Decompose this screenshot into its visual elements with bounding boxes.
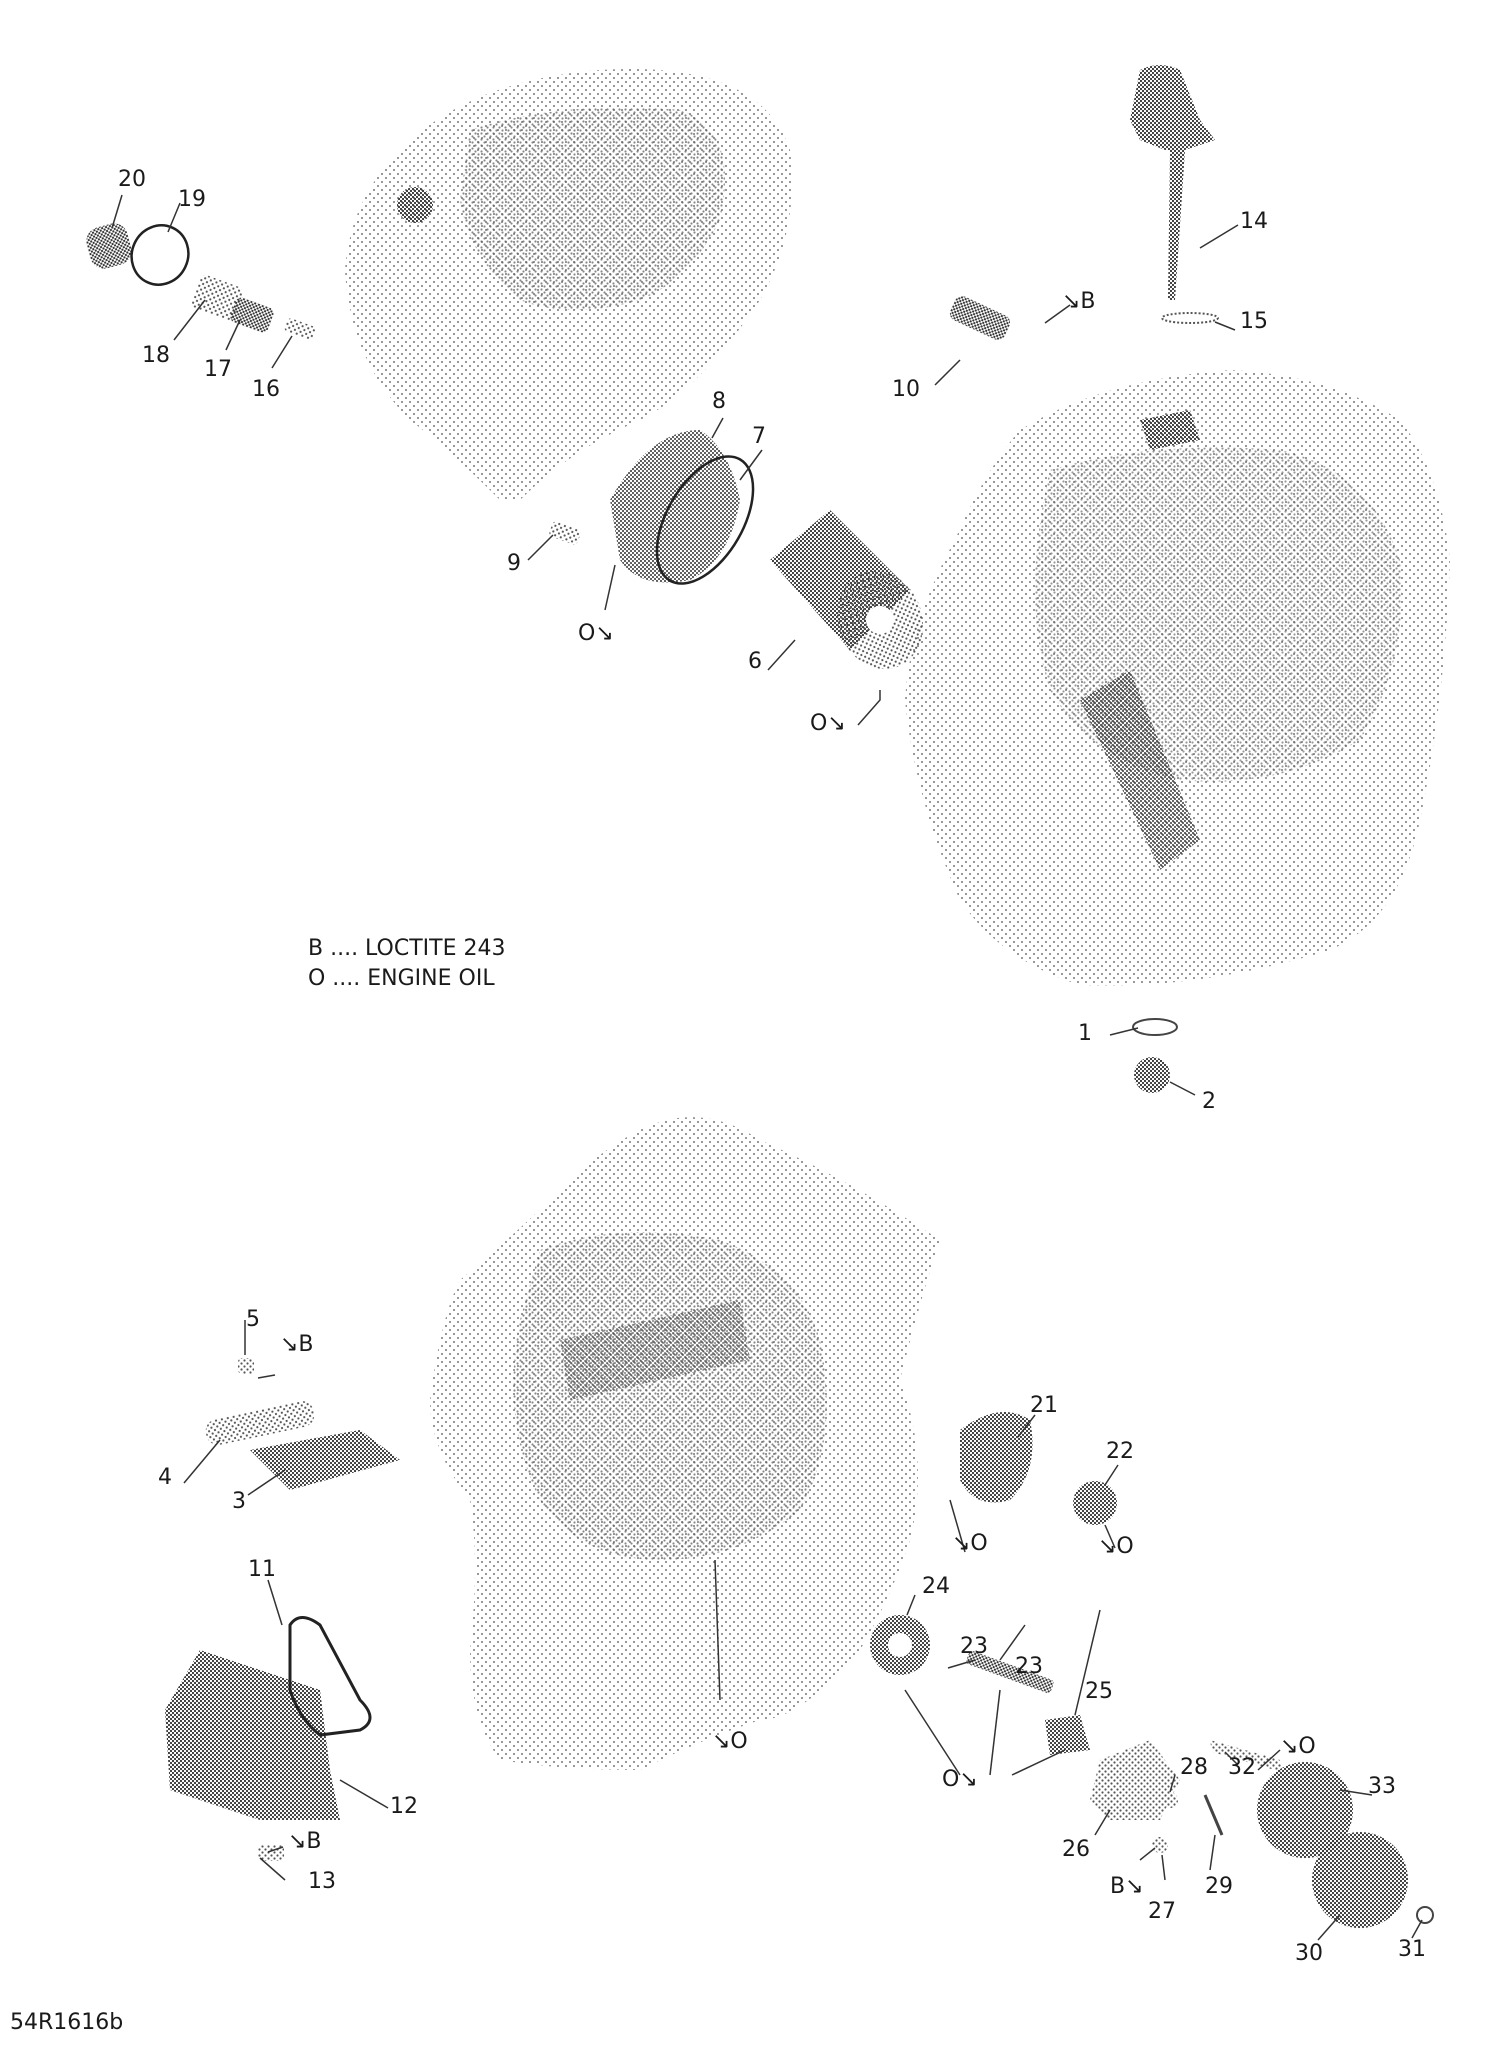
pressure-relief-parts <box>86 223 316 340</box>
callout-oil-22: ↘O <box>1098 1534 1134 1559</box>
callout-loctite-10: ↘B <box>1062 289 1096 314</box>
dipstick <box>1130 65 1215 300</box>
part-22 <box>1073 1481 1117 1525</box>
part-10-screw <box>949 296 1011 340</box>
part-label-26: 26 <box>1062 1837 1090 1862</box>
dipstick-o-ring <box>1161 312 1219 324</box>
callout-oil-pump: O↘ <box>942 1767 978 1792</box>
oil-filter-cover <box>549 430 755 585</box>
part-label-25a: 24 <box>922 1574 950 1599</box>
part-label-7: 7 <box>752 424 766 449</box>
callout-oil-32: ↘O <box>1280 1734 1316 1759</box>
drain-gasket <box>1132 1018 1178 1036</box>
part-label-25b: 25 <box>1085 1679 1113 1704</box>
part-label-23: 23 <box>1015 1654 1043 1679</box>
part-label-6: 6 <box>748 649 762 674</box>
part-label-29: 29 <box>1205 1874 1233 1899</box>
legend-engine-oil: O .... ENGINE OIL <box>308 966 495 991</box>
part-label-8: 8 <box>712 389 726 414</box>
part-label-30: 30 <box>1295 1941 1323 1966</box>
part-label-18: 18 <box>142 343 170 368</box>
oil-strainer <box>205 1358 400 1490</box>
part-label-11: 11 <box>248 1557 276 1582</box>
part-label-19: 19 <box>178 187 206 212</box>
callout-oil-crankcase: ↘O <box>712 1729 748 1754</box>
part-label-32: 32 <box>1228 1755 1256 1780</box>
callout-loctite-27: B↘ <box>1110 1874 1144 1899</box>
callout-loctite-5: ↘B <box>280 1332 314 1357</box>
part-label-21: 21 <box>1030 1393 1058 1418</box>
part-label-20: 20 <box>118 167 146 192</box>
leader-lines <box>111 194 1423 1941</box>
legend: B .... LOCTITE 243 O .... ENGINE OIL <box>308 934 505 994</box>
part-label-3: 3 <box>232 1489 246 1514</box>
right-crankcase-half <box>905 370 1450 986</box>
part-label-14: 14 <box>1240 209 1268 234</box>
part-label-24: 23 <box>960 1634 988 1659</box>
part-label-10: 10 <box>892 377 920 402</box>
part-label-31: 31 <box>1398 1937 1426 1962</box>
part-label-22: 22 <box>1106 1439 1134 1464</box>
part-label-15: 15 <box>1240 309 1268 334</box>
part-label-27: 27 <box>1148 1899 1176 1924</box>
part-label-12: 12 <box>390 1794 418 1819</box>
part-label-2: 2 <box>1202 1089 1216 1114</box>
upper-crankcase-cover <box>345 69 792 500</box>
part-21 <box>960 1412 1033 1503</box>
callout-oil-filter: O↘ <box>810 711 846 736</box>
drain-plug <box>1134 1057 1170 1093</box>
part-label-5: 5 <box>246 1307 260 1332</box>
part-label-28: 28 <box>1180 1755 1208 1780</box>
figure-code: 54R1616b <box>10 2010 124 2035</box>
part-label-33: 33 <box>1368 1774 1396 1799</box>
part-label-9: 9 <box>507 551 521 576</box>
lower-crankcase <box>430 1117 940 1770</box>
part-label-13: 13 <box>308 1869 336 1894</box>
part-label-1: 1 <box>1078 1021 1092 1046</box>
legend-loctite: B .... LOCTITE 243 <box>308 936 506 961</box>
callout-loctite-13: ↘B <box>288 1829 322 1854</box>
callout-oil-cover: O↘ <box>578 621 614 646</box>
callout-oil-21: ↘O <box>952 1531 988 1556</box>
part-label-16: 16 <box>252 377 280 402</box>
oil-pan <box>165 1616 372 1861</box>
part-label-4: 4 <box>158 1465 172 1490</box>
part-label-17: 17 <box>204 357 232 382</box>
oil-filter <box>770 510 924 670</box>
